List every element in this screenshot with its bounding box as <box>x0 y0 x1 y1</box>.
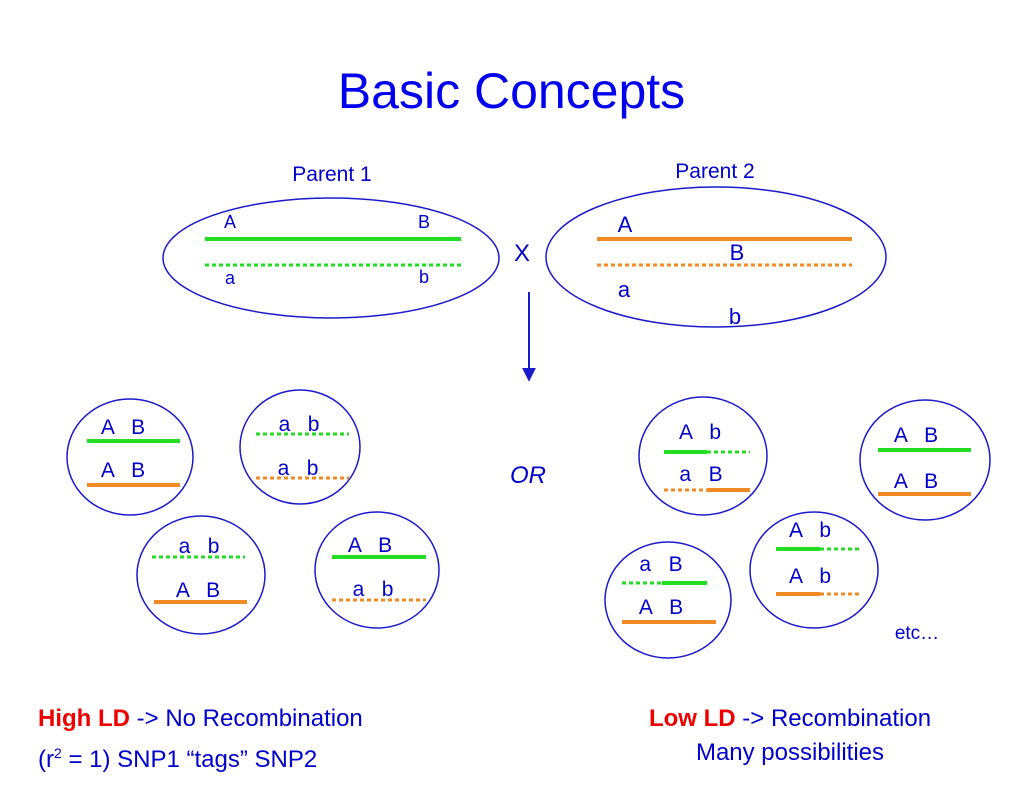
cell-bottom-alleles: A B <box>894 470 938 493</box>
parent1-allele-A: A <box>224 212 236 232</box>
etc-label: etc… <box>895 623 939 644</box>
cell-top-alleles: A B <box>348 534 392 557</box>
cell-top-alleles: a B <box>639 553 682 576</box>
cell-top-alleles: a b <box>279 413 320 436</box>
parent1-allele-B: B <box>418 212 430 232</box>
cell-top-alleles: A B <box>101 416 145 439</box>
low-ld-line2: Many possibilities <box>695 739 885 766</box>
parent2-allele-a: a <box>618 277 631 302</box>
parent2-allele-B: B <box>730 240 745 265</box>
cell-bottom-alleles: A b <box>789 565 831 588</box>
high-ld-text: -> No Recombination <box>129 705 363 732</box>
parent2-cell: A B a b <box>545 186 887 329</box>
low-ld-line1: Low LD -> Recombination <box>560 702 1020 736</box>
high-ld-line1: High LD -> No Recombination <box>38 702 498 736</box>
cell-bottom-alleles: a b <box>278 457 319 480</box>
cell-bottom-alleles: A B <box>639 596 683 619</box>
offspring-cell: A b a B <box>638 396 768 516</box>
cell-outline <box>604 541 732 659</box>
parent1-label: Parent 1 <box>292 163 371 186</box>
cell-outline <box>314 511 440 629</box>
cell-outline <box>749 511 879 629</box>
low-ld-heading: Low LD <box>648 705 736 732</box>
parent2-allele-b: b <box>729 304 741 329</box>
cell-top-alleles: a b <box>179 535 220 558</box>
parent2-ellipse <box>545 186 887 328</box>
parent1-ellipse <box>162 197 500 319</box>
cell-bottom-alleles: a B <box>679 463 722 486</box>
offspring-cell: A B a b <box>314 511 440 629</box>
tags-text: = 1) SNP1 “tags” SNP2 <box>61 746 318 773</box>
cell-bottom-alleles: A B <box>101 459 145 482</box>
cell-outline <box>239 389 361 505</box>
high-ld-line2: (r2 = 1) SNP1 “tags” SNP2 <box>38 736 498 777</box>
cell-outline <box>638 396 768 516</box>
r-squared-exponent: 2 <box>53 745 62 761</box>
cell-outline <box>136 515 266 635</box>
offspring-cell: A B A B <box>66 398 194 516</box>
parent2-label: Parent 2 <box>675 160 754 183</box>
cell-bottom-alleles: A B <box>176 579 220 602</box>
parent2-allele-A: A <box>618 212 633 237</box>
high-ld-caption: High LD -> No Recombination (r2 = 1) SNP… <box>38 702 498 777</box>
high-ld-heading: High LD <box>38 705 130 732</box>
r-squared-prefix: (r <box>38 746 54 773</box>
low-ld-text: -> Recombination <box>735 705 932 732</box>
cell-bottom-alleles: a b <box>353 578 394 601</box>
offspring-cell: a b A B <box>136 515 266 635</box>
parent1-cell: A B a b <box>162 197 500 319</box>
cell-top-alleles: A b <box>789 519 831 542</box>
cell-top-alleles: A b <box>679 421 721 444</box>
parent1-allele-b: b <box>419 267 429 287</box>
cell-outline <box>66 398 194 516</box>
offspring-cell: a B A B <box>604 541 732 659</box>
low-ld-caption: Low LD -> Recombination Many possibiliti… <box>560 702 1020 770</box>
cell-outline <box>859 399 991 521</box>
or-label: OR <box>510 462 546 489</box>
cross-symbol: X <box>514 240 530 267</box>
cell-top-alleles: A B <box>894 424 938 447</box>
slide-title: Basic Concepts <box>337 63 686 119</box>
parent1-allele-a: a <box>225 268 236 288</box>
offspring-cell: a b a b <box>239 389 361 505</box>
offspring-cell: A B A B <box>859 399 991 521</box>
offspring-cell: A b A b <box>749 511 879 629</box>
